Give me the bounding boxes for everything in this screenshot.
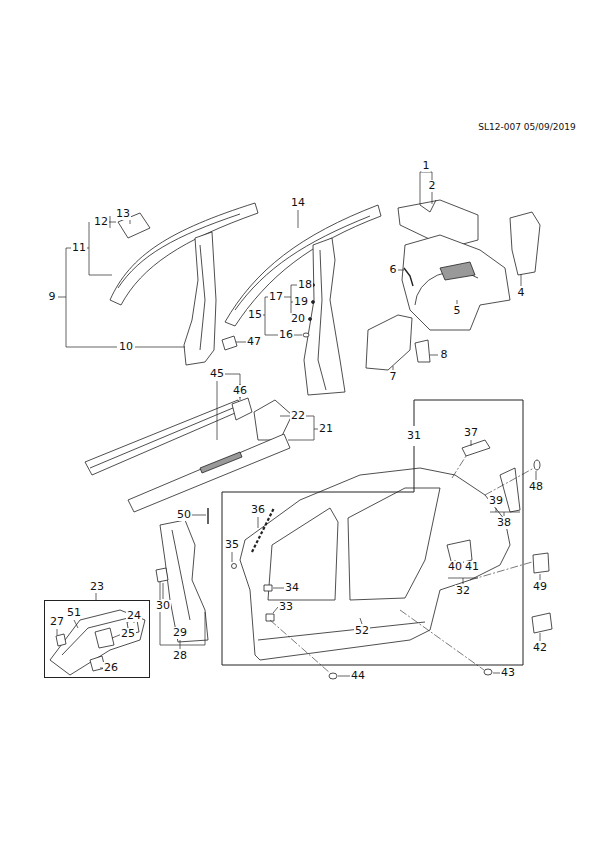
callout-number: 21 <box>318 423 334 435</box>
callout-number: 31 <box>406 430 422 442</box>
callout-number: 11 <box>71 242 87 254</box>
callout-number: 8 <box>440 349 449 361</box>
callout-number: 18 <box>297 279 313 291</box>
callout-number: 12 <box>93 216 109 228</box>
callout-number: 28 <box>172 650 188 662</box>
callout-number: 36 <box>250 504 266 516</box>
callout-number: 43 <box>500 667 516 679</box>
callout-number: 15 <box>247 309 263 321</box>
callout-number: 41 <box>464 561 480 573</box>
callout-number: 50 <box>176 509 192 521</box>
callout-number: 23 <box>89 581 105 593</box>
callout-number: 52 <box>354 625 370 637</box>
callout-number: 27 <box>49 616 65 628</box>
callout-number: 13 <box>115 208 131 220</box>
callout-number: 2 <box>428 180 437 192</box>
callout-number: 34 <box>284 582 300 594</box>
callout-number: 24 <box>126 610 142 622</box>
callout-number: 16 <box>278 329 294 341</box>
callout-number: 14 <box>290 197 306 209</box>
callout-number: 39 <box>488 495 504 507</box>
callout-number: 35 <box>224 539 240 551</box>
callout-number: 1 <box>422 160 431 172</box>
callout-number: 51 <box>66 607 82 619</box>
callout-number: 44 <box>350 670 366 682</box>
callout-number: 30 <box>155 600 171 612</box>
callout-number: 25 <box>120 628 136 640</box>
group-outline: 31 <box>222 400 523 665</box>
callout-number: 26 <box>103 662 119 674</box>
callout-number: 22 <box>290 410 306 422</box>
callout-number: 9 <box>48 291 57 303</box>
callout-number: 5 <box>453 305 462 317</box>
callout-number: 45 <box>209 368 225 380</box>
callout-number: 7 <box>389 371 398 383</box>
callout-number: 29 <box>172 627 188 639</box>
callout-number: 33 <box>278 601 294 613</box>
callout-number: 37 <box>463 427 479 439</box>
group-outline-shape <box>222 400 523 665</box>
callout-number: 40 <box>447 561 463 573</box>
callout-number: 47 <box>246 336 262 348</box>
callout-number: 6 <box>389 264 398 276</box>
callout-number: 32 <box>455 585 471 597</box>
group-outline-line <box>222 400 523 665</box>
callout-number: 42 <box>532 642 548 654</box>
callout-number: 17 <box>268 291 284 303</box>
callout-number: 10 <box>118 341 134 353</box>
callout-number: 4 <box>517 287 526 299</box>
callout-number: 38 <box>496 517 512 529</box>
callout-number: 19 <box>293 296 309 308</box>
callout-number: 48 <box>528 481 544 493</box>
callout-number: 46 <box>232 385 248 397</box>
drawing-code: SL12-007 05/09/2019 <box>477 121 576 133</box>
callout-number: 49 <box>532 581 548 593</box>
callout-number: 20 <box>290 313 306 325</box>
